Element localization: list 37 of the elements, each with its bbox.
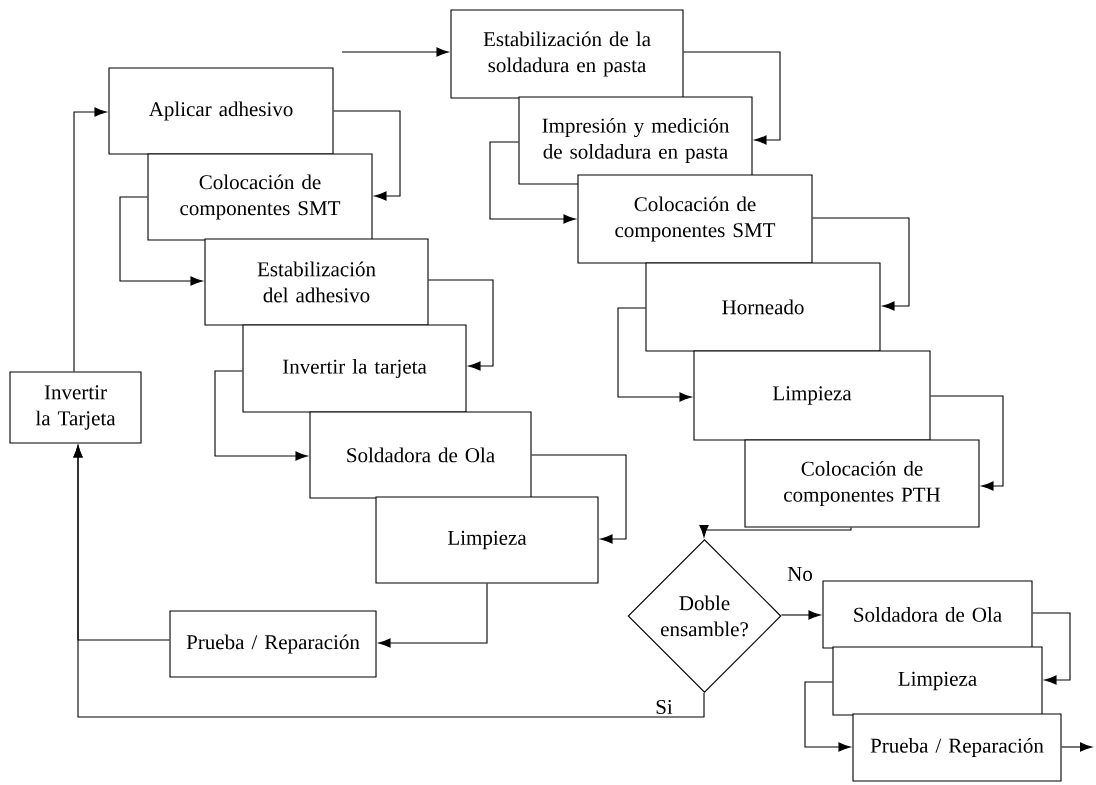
process-box: Limpieza — [832, 646, 1043, 716]
arrow — [699, 525, 852, 538]
arrow — [780, 610, 821, 620]
arrow — [930, 395, 1004, 491]
process-box: Colocación de componentes PTH — [744, 439, 980, 528]
arrow — [804, 681, 851, 752]
arrow — [333, 110, 401, 201]
edge-label: No — [786, 566, 814, 582]
process-box: Impresión y medición de soldadura en pasta — [518, 96, 753, 185]
process-box: Prueba / Reparación — [852, 713, 1062, 782]
process-box: Soldadora de Ola — [309, 411, 532, 499]
arrow — [378, 583, 488, 648]
process-box: Limpieza — [375, 496, 599, 584]
arrow — [73, 107, 107, 372]
process-box: Invertir la tarjeta — [242, 324, 467, 413]
arrow — [73, 445, 170, 641]
arrow — [428, 279, 494, 371]
arrow — [341, 47, 449, 57]
process-box: Prueba / Reparación — [169, 610, 377, 678]
arrow — [683, 51, 781, 145]
arrow — [119, 196, 203, 286]
arrow — [1032, 612, 1071, 685]
arrow — [617, 307, 692, 402]
arrow — [1061, 742, 1093, 752]
process-box: Invertir la Tarjeta — [9, 371, 142, 444]
arrow — [531, 454, 627, 544]
process-box: Colocación de componentes SMT — [147, 153, 373, 241]
process-box: Soldadora de Ola — [822, 580, 1033, 649]
process-box: Estabilización de la soldadura en pasta — [450, 9, 684, 99]
arrow — [214, 370, 308, 461]
arrow — [489, 141, 576, 224]
process-box: Estabilización del adhesivo — [204, 238, 429, 326]
process-box: Aplicar adhesivo — [108, 67, 334, 155]
arrow — [812, 217, 910, 311]
process-box: Limpieza — [693, 350, 931, 441]
process-box: Colocación de componentes SMT — [577, 174, 813, 264]
process-box: Horneado — [645, 262, 881, 352]
